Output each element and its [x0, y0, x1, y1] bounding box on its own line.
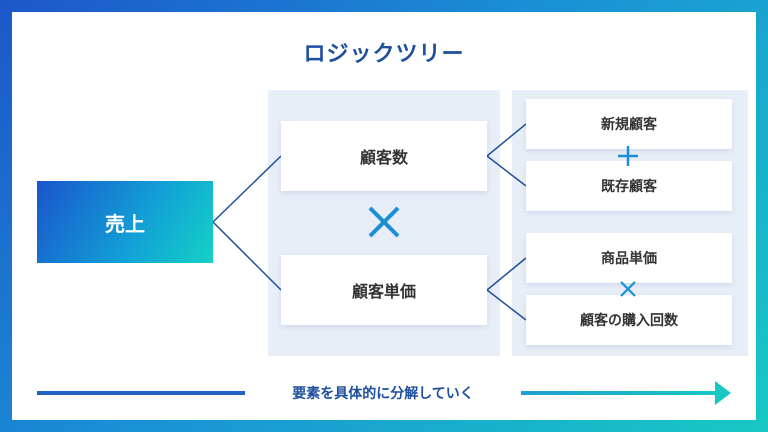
connector-root-to-level1-top	[211, 155, 282, 291]
level1-node-customers: 顧客数	[281, 121, 487, 191]
root-node-label: 売上	[105, 211, 145, 236]
arrow-right-icon	[715, 381, 731, 405]
level2-node-label: 商品単価	[601, 251, 657, 267]
level1-node-label: 顧客数	[359, 148, 408, 167]
times-icon	[620, 281, 636, 297]
level2-node-existing-customers: 既存顧客	[526, 161, 732, 211]
level2-node-label: 顧客の購入回数	[580, 313, 678, 329]
page-title: ロジックツリー	[303, 42, 465, 67]
connector-level1-top-to-level2	[485, 123, 527, 187]
level2-node-label: 新規顧客	[601, 117, 657, 133]
root-node: 売上	[37, 181, 213, 263]
level2-node-product-price: 商品単価	[526, 233, 732, 283]
level1-node-unit-price: 顧客単価	[281, 255, 487, 325]
level1-node-label: 顧客単価	[351, 282, 416, 301]
level2-node-label: 既存顧客	[601, 179, 657, 195]
connector-level1-bottom-to-level2	[485, 257, 527, 321]
times-icon	[368, 206, 400, 238]
arrow-line-left	[37, 391, 245, 395]
arrow-line-right	[521, 391, 717, 395]
plus-icon	[618, 146, 638, 166]
breakdown-caption: 要素を具体的に分解していく	[292, 386, 474, 402]
level2-node-purchase-count: 顧客の購入回数	[526, 295, 732, 345]
level2-node-new-customers: 新規顧客	[526, 99, 732, 149]
